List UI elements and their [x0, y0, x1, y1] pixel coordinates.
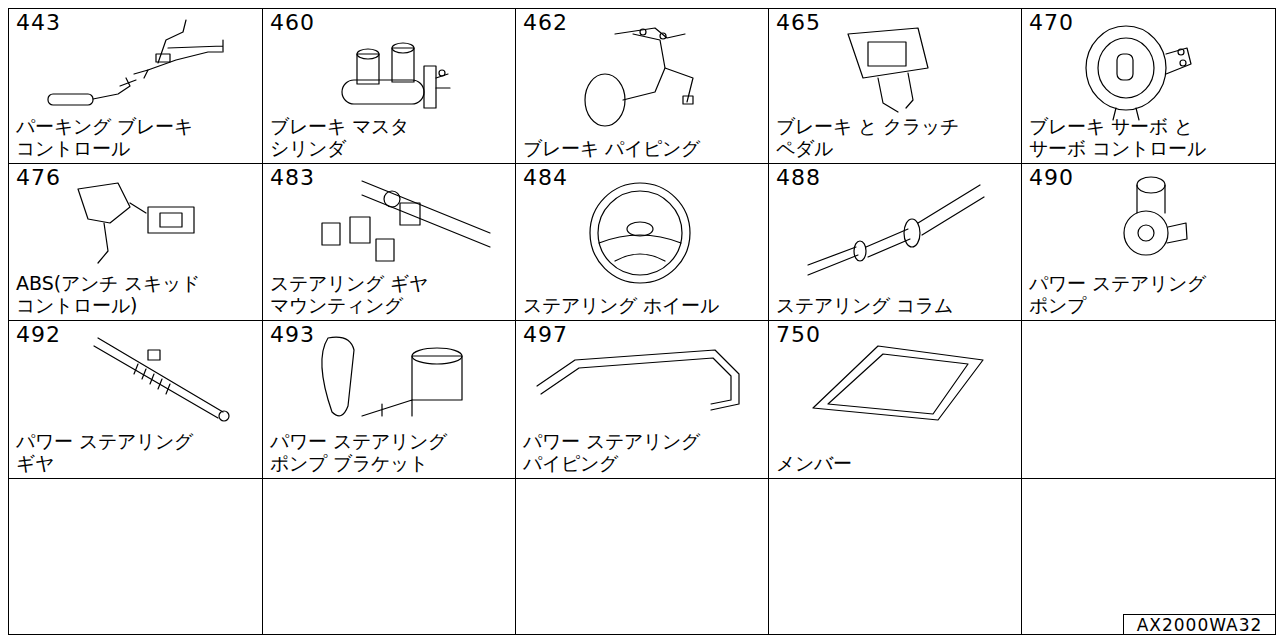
ps-gear-figure: [94, 338, 229, 421]
callout-number: 470: [1029, 10, 1074, 36]
figure-code-box: AX2000WA32: [1123, 614, 1276, 635]
callout-number: 497: [523, 322, 568, 348]
callout-number: 484: [523, 165, 568, 191]
part-name: パーキング ブレーキ コントロール: [16, 115, 216, 159]
catalog-cell: 497 パワー ステアリング パイピング: [515, 320, 768, 478]
catalog-cell: 462 ブレーキ パイピング: [515, 8, 768, 163]
part-name: ブレーキ と クラッチ ペダル: [776, 115, 991, 159]
catalog-cell: 470 ブレーキ サーボ と サーボ コントロール: [1021, 8, 1275, 163]
master-cylinder-figure: [342, 43, 450, 108]
callout-number: 488: [776, 165, 821, 191]
catalog-cell: 460 ブレーキ マスタ シリンダ: [262, 8, 515, 163]
pump-bracket-figure: [322, 337, 462, 416]
callout-number: 462: [523, 10, 568, 36]
catalog-cell: 484 ステアリング ホイール: [515, 163, 768, 320]
catalog-cell: 492 パワー ステアリング ギヤ: [8, 320, 262, 478]
part-name: ステアリング ホイール: [523, 294, 738, 316]
steering-wheel-figure: [590, 183, 690, 283]
part-name: ステアリング ギヤ マウンティング: [270, 272, 470, 316]
brake-piping-figure: [585, 28, 693, 126]
callout-number: 750: [776, 322, 821, 348]
member-figure: [813, 346, 983, 420]
part-name: ブレーキ サーボ と サーボ コントロール: [1029, 115, 1229, 159]
part-name: ステアリング コラム: [776, 294, 991, 316]
catalog-cell: 490 パワー ステアリング ポンプ: [1021, 163, 1275, 320]
ps-piping-figure: [537, 350, 739, 410]
callout-number: 443: [16, 10, 61, 36]
ps-pump-figure: [1124, 177, 1187, 255]
part-name: ABS(アンチ スキッド コントロール): [16, 272, 231, 316]
brake-servo-figure: [1086, 26, 1191, 120]
part-name: パワー ステアリング ギヤ: [16, 430, 216, 474]
figure-code: AX2000WA32: [1124, 616, 1275, 634]
catalog-cell: 443 パーキング ブレーキ コントロール: [8, 8, 262, 163]
gear-mounting-figure: [322, 181, 490, 261]
catalog-cell: 493 パワー ステアリング ポンプ ブラケット: [262, 320, 515, 478]
part-name: ブレーキ マスタ シリンダ: [270, 115, 440, 159]
callout-number: 460: [270, 10, 315, 36]
grid-lines: [8, 8, 1276, 635]
part-name: パワー ステアリング パイピング: [523, 430, 723, 474]
catalog-cell: 488 ステアリング コラム: [768, 163, 1021, 320]
callout-number: 490: [1029, 165, 1074, 191]
callout-number: 483: [270, 165, 315, 191]
callout-number: 492: [16, 322, 61, 348]
part-name: メンバー: [776, 452, 976, 474]
callout-number: 476: [16, 165, 61, 191]
catalog-cell: 465 ブレーキ と クラッチ ペダル: [768, 8, 1021, 163]
part-name: パワー ステアリング ポンプ: [1029, 272, 1229, 316]
part-name: ブレーキ パイピング: [523, 137, 738, 159]
abs-figure: [78, 183, 194, 263]
pedal-figure: [848, 28, 928, 112]
catalog-cell: 750 メンバー: [768, 320, 1021, 478]
callout-number: 465: [776, 10, 821, 36]
steering-column-figure: [808, 185, 984, 275]
part-name: パワー ステアリング ポンプ ブラケット: [270, 430, 470, 474]
callout-number: 493: [270, 322, 315, 348]
catalog-cell: 483 ステアリング ギヤ マウンティング: [262, 163, 515, 320]
catalog-cell: 476ABS(アンチ スキッド コントロール): [8, 163, 262, 320]
parking-brake-figure: [48, 20, 223, 105]
